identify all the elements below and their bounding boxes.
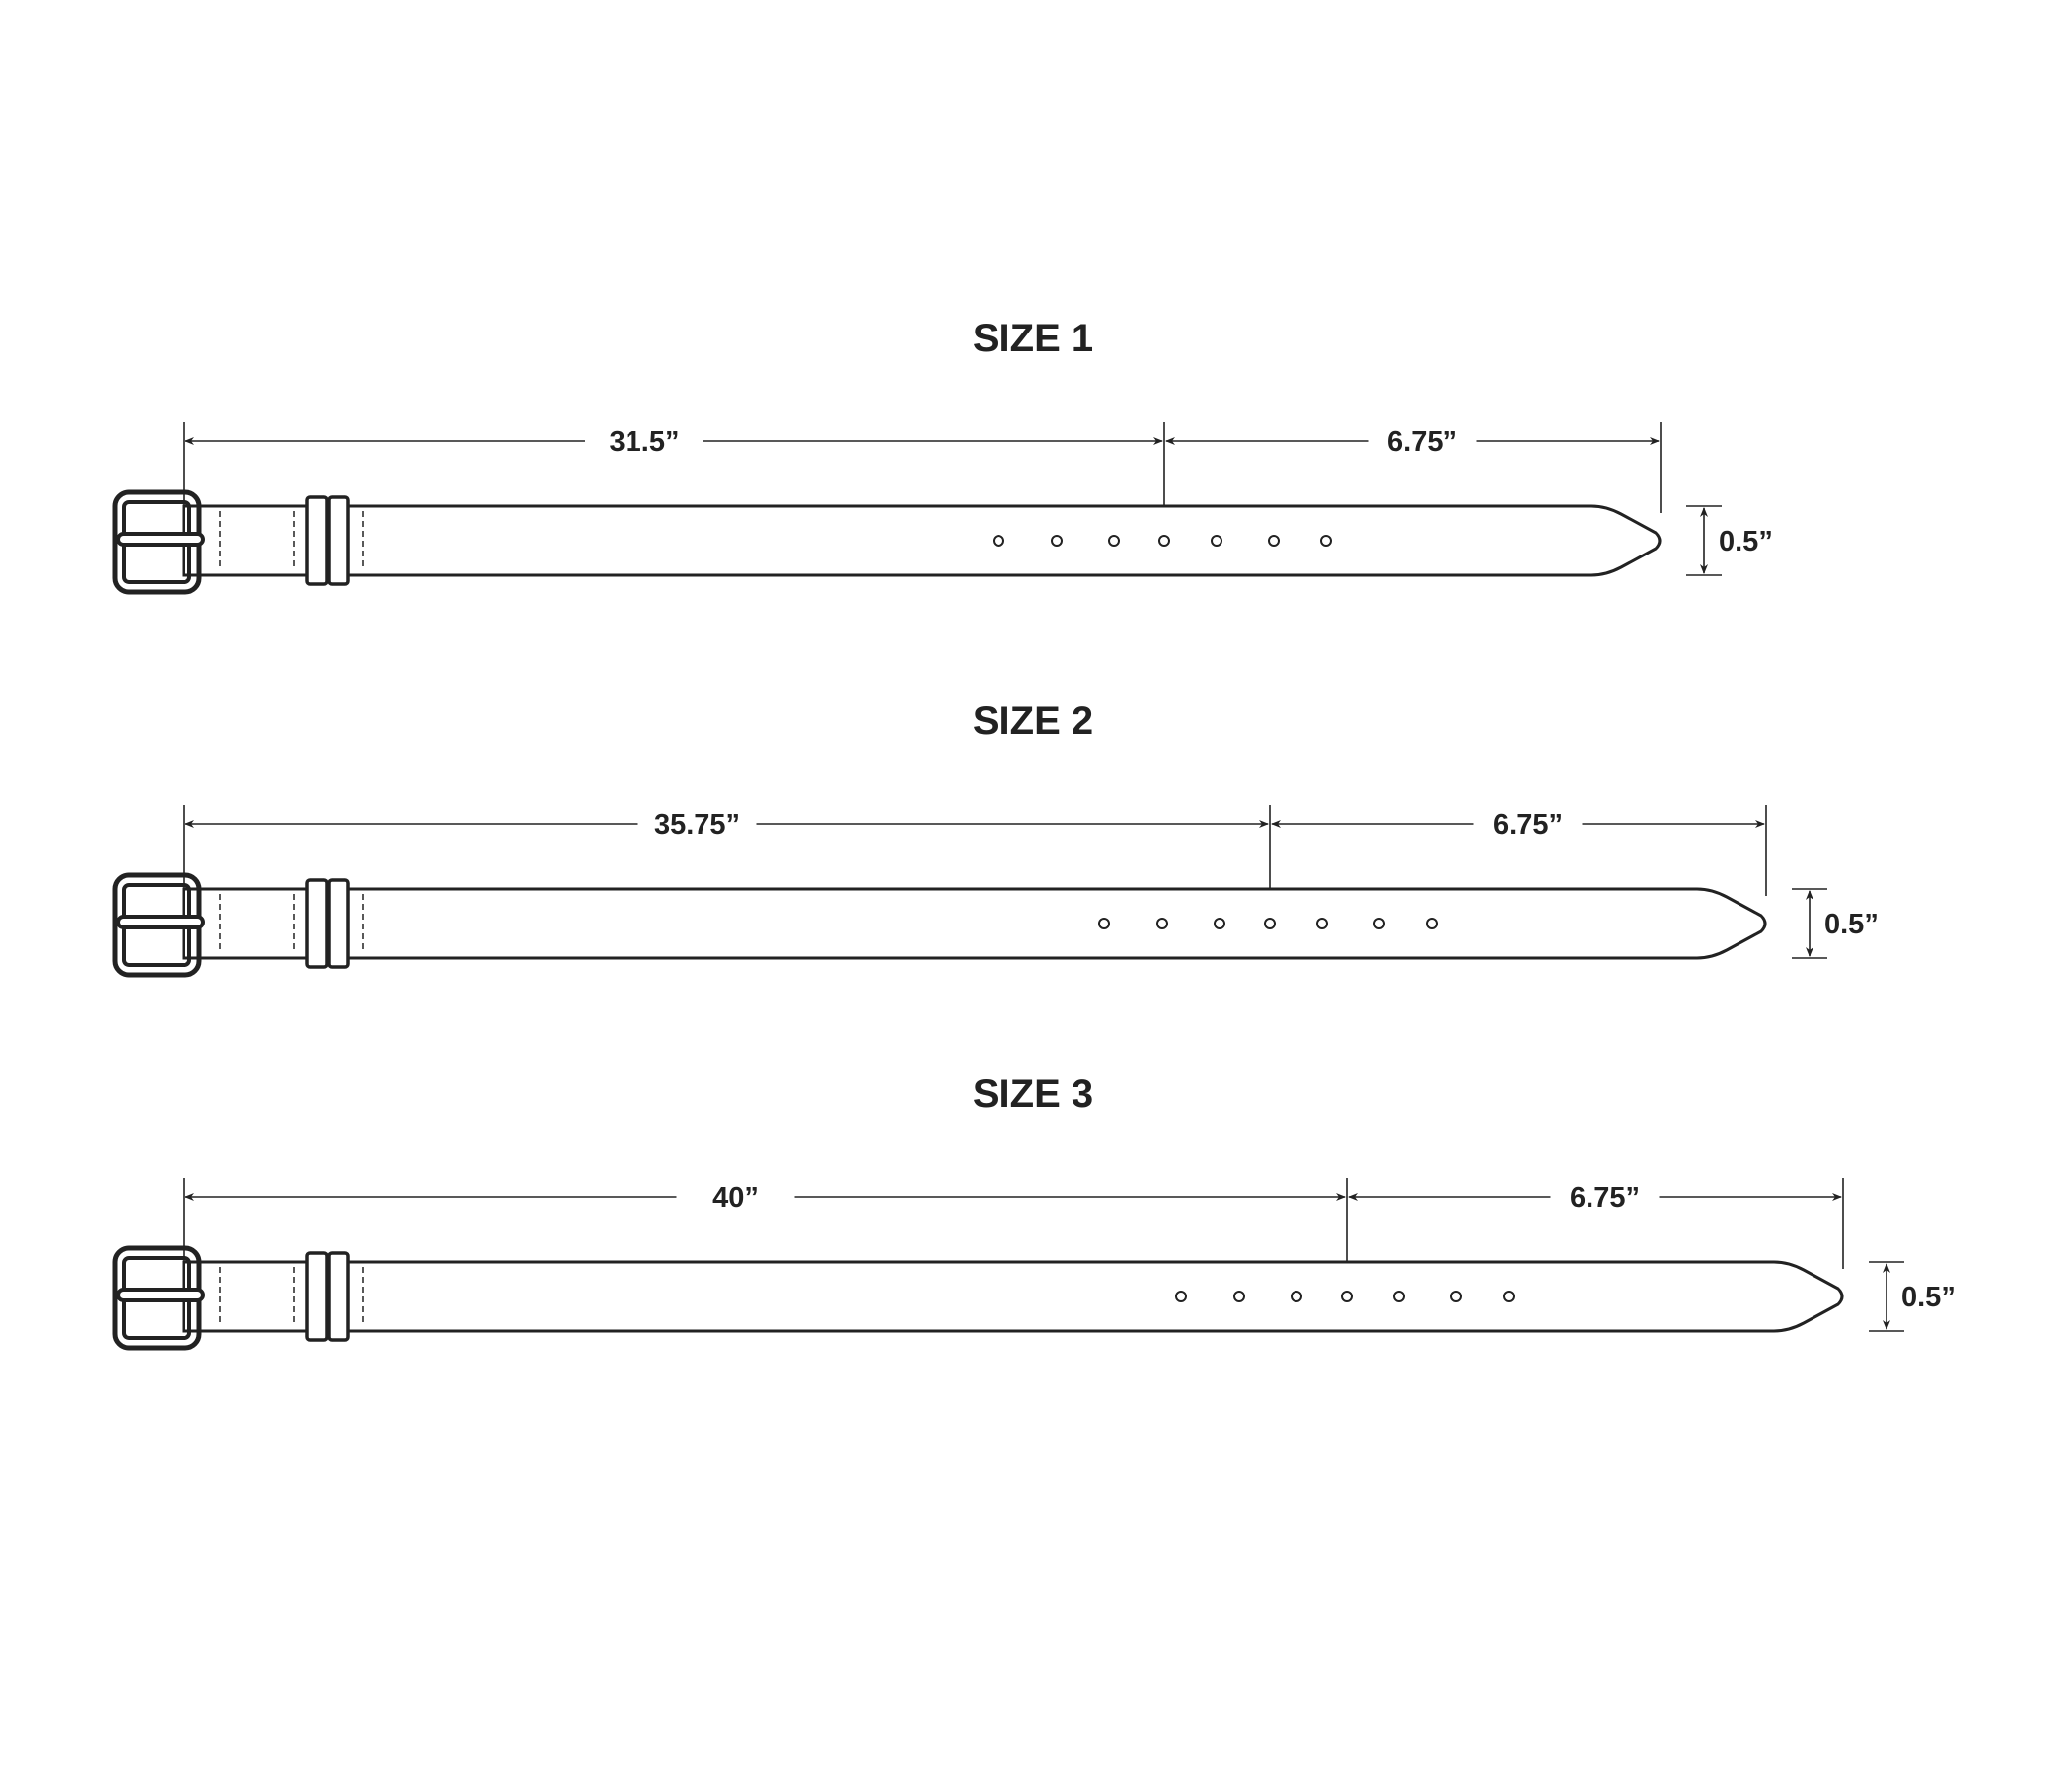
belt-size-group-2: SIZE 2 35.75” 6.75” 0.5” bbox=[112, 700, 1879, 978]
buckle-prong bbox=[116, 532, 205, 547]
belt-hole bbox=[1264, 918, 1276, 929]
belt-hole bbox=[1393, 1291, 1405, 1302]
belt-hole bbox=[1156, 918, 1168, 929]
tip-length-label: 6.75” bbox=[1387, 426, 1457, 458]
belt-hole bbox=[1108, 535, 1120, 547]
width-label: 0.5” bbox=[1901, 1282, 1956, 1313]
belt-hole bbox=[1373, 918, 1385, 929]
belt-hole bbox=[993, 535, 1004, 547]
belt-hole bbox=[1214, 918, 1225, 929]
width-label: 0.5” bbox=[1719, 526, 1773, 557]
belt-keeper-loop bbox=[305, 878, 329, 969]
belt-keeper-loop bbox=[305, 495, 329, 586]
belt-hole bbox=[1268, 535, 1280, 547]
size-title: SIZE 3 bbox=[973, 1073, 1093, 1116]
belt-hole bbox=[1098, 918, 1110, 929]
belt-size-group-1: SIZE 1 31.5” 6.75” 0.5” bbox=[112, 317, 1773, 595]
belt-strap bbox=[182, 1260, 1844, 1333]
belt-hole bbox=[1320, 535, 1332, 547]
belt-hole bbox=[1158, 535, 1170, 547]
buckle-prong bbox=[116, 1288, 205, 1302]
belt-hole bbox=[1175, 1291, 1187, 1302]
belt-keeper-loop bbox=[327, 1251, 350, 1342]
belt-hole bbox=[1503, 1291, 1515, 1302]
size-title: SIZE 2 bbox=[973, 700, 1093, 743]
tip-length-label: 6.75” bbox=[1570, 1182, 1640, 1214]
belt-strap bbox=[182, 504, 1662, 577]
belt-hole bbox=[1291, 1291, 1302, 1302]
belt-strap bbox=[182, 887, 1767, 960]
belt-hole bbox=[1051, 535, 1063, 547]
belt-hole bbox=[1211, 535, 1222, 547]
width-label: 0.5” bbox=[1824, 909, 1879, 940]
belt-hole bbox=[1341, 1291, 1353, 1302]
belt-hole bbox=[1316, 918, 1328, 929]
belt-keeper-loop bbox=[327, 878, 350, 969]
size-title: SIZE 1 bbox=[973, 317, 1093, 360]
length-label: 35.75” bbox=[654, 809, 740, 841]
length-label: 31.5” bbox=[610, 426, 680, 458]
buckle-prong bbox=[116, 915, 205, 929]
belt-hole bbox=[1450, 1291, 1462, 1302]
length-label: 40” bbox=[712, 1182, 759, 1214]
belt-size-group-3: SIZE 3 40” 6.75” 0.5” bbox=[112, 1073, 1956, 1351]
tip-length-label: 6.75” bbox=[1493, 809, 1563, 841]
belt-hole bbox=[1426, 918, 1438, 929]
belt-hole bbox=[1233, 1291, 1245, 1302]
belt-keeper-loop bbox=[327, 495, 350, 586]
belt-keeper-loop bbox=[305, 1251, 329, 1342]
